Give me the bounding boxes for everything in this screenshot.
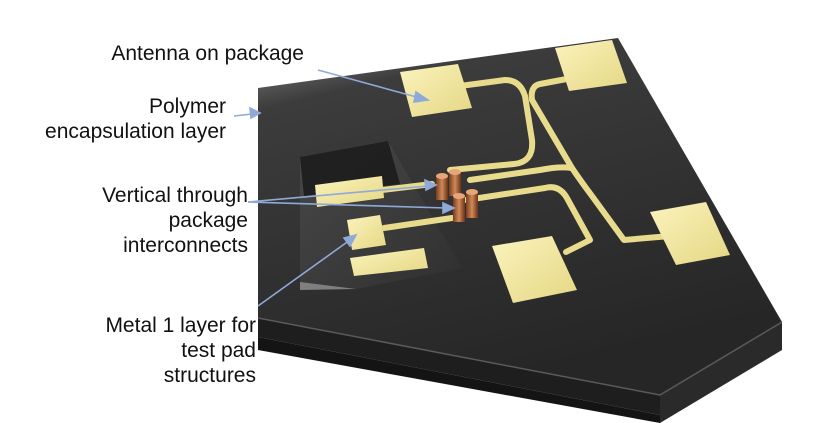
arrow-antenna	[317, 69, 421, 99]
package-top-surface	[258, 38, 782, 395]
via-2-top	[449, 169, 461, 175]
package-front-side-lower	[258, 337, 660, 423]
test-pad-cavity	[300, 141, 462, 290]
antenna-patches	[400, 40, 730, 303]
arrow-vias-1	[247, 185, 429, 203]
arrow-vias-1-head	[424, 178, 438, 192]
antenna-patch-bl	[492, 236, 577, 303]
trace-antenna-br	[467, 164, 575, 183]
antenna-patch-tr	[555, 40, 627, 91]
label-metal1-test-pads: Metal 1 layer for test pad structures	[105, 314, 256, 387]
label-antenna-on-package: Antenna on package	[111, 42, 304, 65]
label-vertical-interconnects: Vertical through package interconnects	[102, 184, 248, 257]
via-3-top	[453, 193, 465, 199]
via-3	[453, 196, 465, 222]
test-pad-3	[350, 248, 428, 276]
arrow-polymer-head	[249, 106, 262, 120]
package-right-side	[660, 322, 782, 423]
arrow-metal1	[257, 239, 351, 307]
label-polymer-encapsulation: Polymer encapsulation layer	[45, 95, 226, 143]
callout-arrows	[233, 69, 456, 307]
arrow-polymer	[233, 113, 253, 117]
arrow-metal1-head	[342, 233, 358, 248]
package-front-side	[258, 318, 660, 415]
via-4	[466, 192, 478, 218]
trace-antenna-tl	[447, 77, 536, 173]
trace-antenna-bl	[463, 184, 593, 255]
via-4-top	[466, 189, 478, 195]
package-top-edge	[257, 317, 783, 396]
package-body	[257, 38, 783, 423]
antenna-patch-br	[650, 202, 730, 265]
arrow-antenna-head	[412, 90, 431, 103]
arrow-vias-2-head	[442, 201, 456, 215]
via-2	[449, 172, 461, 196]
cavity-front-edge	[300, 282, 356, 290]
vertical-interconnects	[436, 169, 478, 222]
via-1	[436, 176, 448, 200]
trace-test-pad-2	[381, 215, 455, 231]
test-pad-2	[347, 215, 386, 250]
arrow-vias-2	[247, 201, 447, 209]
antenna-patch-tl	[400, 64, 472, 117]
via-1-top	[436, 173, 448, 179]
test-pad-1	[315, 176, 384, 207]
